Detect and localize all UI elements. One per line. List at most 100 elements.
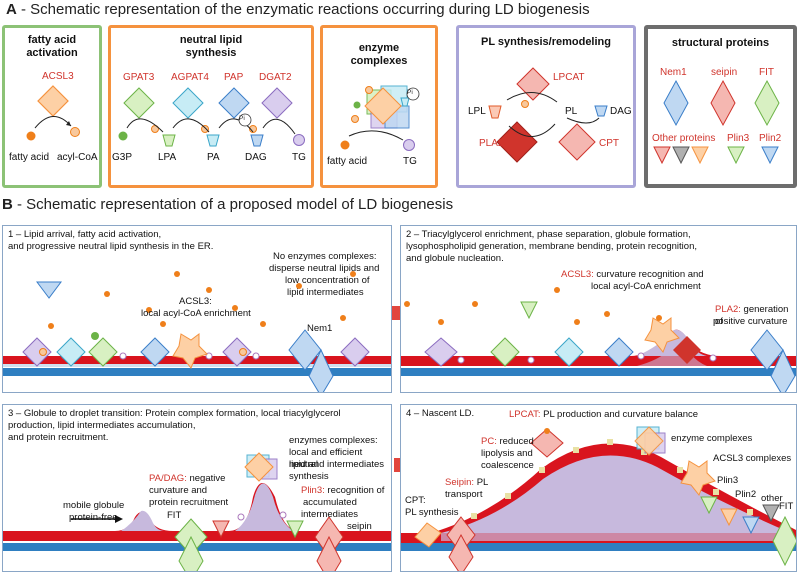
panel4-pc-d1: reduced bbox=[496, 436, 534, 447]
box-neutral-lipid-synthesis: neutral lipid synthesis GPAT3 AGPAT4 PAP… bbox=[108, 25, 314, 188]
substrate-pa: PA bbox=[207, 152, 220, 163]
panel3-padag: PA/DAG: bbox=[149, 473, 187, 484]
panel2-acsl3: ACSL3: bbox=[561, 269, 594, 280]
section-b-header: B - Schematic representation of a propos… bbox=[2, 196, 453, 213]
lpl-shape bbox=[488, 105, 502, 119]
box3-diagram bbox=[340, 85, 420, 151]
tg-circle bbox=[293, 134, 305, 146]
panel3-diagram bbox=[3, 452, 391, 571]
section-a-header: A - Schematic representation of the enzy… bbox=[6, 1, 590, 18]
panel4-pc-d3: coalescence bbox=[481, 460, 534, 471]
panel1-title-2: and progressive neutral lipid synthesis … bbox=[8, 241, 214, 252]
panel4-other: other bbox=[761, 493, 783, 504]
other-protein-red bbox=[653, 146, 671, 165]
panel4-seipin-line: Seipin: PL bbox=[445, 477, 488, 489]
dgat2-diamond bbox=[261, 87, 293, 119]
panel3-padag-d1: negative bbox=[186, 473, 226, 484]
gpat3-diamond bbox=[123, 87, 155, 119]
panel4-pc-line: PC: reduced bbox=[481, 436, 534, 448]
panel4-cpt: CPT: bbox=[405, 495, 426, 506]
agpat4-diamond bbox=[172, 87, 204, 119]
enzyme-agpat4: AGPAT4 bbox=[171, 72, 209, 83]
plin3-shape bbox=[727, 146, 745, 165]
box1-label-acyl-coa: acyl-CoA bbox=[57, 152, 98, 163]
panel3-padag-d3: protein recruitment bbox=[149, 497, 229, 508]
box3-pi: Pi bbox=[407, 89, 413, 96]
cpt-diamond bbox=[558, 123, 596, 161]
panel4-enzc: enzyme complexes bbox=[671, 433, 753, 444]
box2-title-2: synthesis bbox=[185, 47, 237, 59]
box4-title: PL synthesis/remodeling bbox=[480, 36, 611, 48]
enzyme-pap: PAP bbox=[224, 72, 244, 83]
box-enzyme-complexes: enzyme complexes Pi fatty acid TG bbox=[320, 25, 438, 188]
box3-label-fatty-acid: fatty acid bbox=[327, 156, 368, 167]
box4-diagram bbox=[488, 67, 608, 163]
other-protein-orange bbox=[691, 146, 709, 165]
dag-shape-pl bbox=[594, 105, 608, 117]
pla2-diamond bbox=[496, 121, 538, 163]
panel-step-2: 2 – Triacylglycerol enrichment, phase se… bbox=[400, 225, 797, 393]
panel3-plin3-d3: intermediates bbox=[301, 509, 359, 520]
pap-diamond bbox=[218, 87, 250, 119]
box5-fit: FIT bbox=[759, 67, 774, 78]
panel1-noenz: No enzymes complexes: bbox=[273, 251, 377, 262]
panel2-pla2-d1: generation of bbox=[715, 304, 789, 327]
panel4-pc-d2: lipolysis and bbox=[481, 448, 533, 459]
box-fatty-acid-activation: fatty acid activation ACSL3 fatty acid a… bbox=[2, 25, 102, 188]
dag-shape bbox=[250, 134, 264, 147]
plin2-shape bbox=[761, 146, 779, 165]
panel2-acsl3-d2: local acyl-CoA enrichment bbox=[591, 281, 701, 292]
fatty-acid-dot bbox=[26, 131, 36, 141]
box-structural-proteins: structural proteins Nem1 seipin FIT Othe… bbox=[644, 25, 797, 188]
panel1-noenz-d2: low concentration of bbox=[285, 275, 370, 286]
panel1-nem1: Nem1 bbox=[307, 323, 333, 334]
box5-other-proteins: Other proteins bbox=[652, 133, 716, 144]
pa-shape bbox=[206, 134, 220, 147]
panel3-plin3: Plin3: bbox=[301, 485, 325, 496]
panel3-mobile-1: mobile globule bbox=[63, 500, 125, 511]
other-protein-grey bbox=[672, 146, 690, 165]
panel2-pla2-d2: positive curvature bbox=[713, 316, 788, 327]
panel3-title-1: 3 – Globule to droplet transition: Prote… bbox=[8, 408, 341, 419]
panel3-enzc-d3: synthesis bbox=[289, 471, 329, 482]
box5-diagram bbox=[653, 79, 780, 165]
panel1-title-1: 1 – Lipid arrival, fatty acid activation… bbox=[8, 229, 162, 240]
panel4-seipin-d1: PL bbox=[474, 477, 489, 488]
panel3-fit: FIT bbox=[167, 510, 182, 521]
panel3-enzc-d1: local and efficient neutral bbox=[289, 447, 363, 470]
panel2-title-1: 2 – Triacylglycerol enrichment, phase se… bbox=[406, 229, 691, 240]
panel4-lpcat-line: LPCAT: PL production and curvature balan… bbox=[509, 409, 698, 421]
box3-label-tg: TG bbox=[403, 156, 417, 167]
panel4-cpt-d: PL synthesis bbox=[405, 507, 459, 518]
acsl3-complex-diamond bbox=[364, 87, 402, 125]
box1-title-1: fatty acid bbox=[27, 34, 77, 46]
box3-title-2: complexes bbox=[350, 55, 408, 67]
panel2-diagram bbox=[401, 287, 796, 392]
section-a-title: - Schematic representation of the enzyma… bbox=[16, 1, 590, 18]
seipin-shape bbox=[710, 79, 736, 127]
substrate-tg: TG bbox=[292, 152, 306, 163]
panel3-plin3-d1: recognition of bbox=[324, 485, 385, 496]
panel3-padag-d2: curvature and bbox=[149, 485, 208, 496]
panel2-pla2-line: PLA2: generation of bbox=[715, 304, 796, 327]
panel2-acsl3-line: ACSL3: curvature recognition and bbox=[561, 269, 704, 281]
panel2-title-2: lysophospholipid generation, membrane be… bbox=[406, 241, 697, 252]
box2-title-1: neutral lipid bbox=[179, 34, 243, 46]
box1-diagram bbox=[26, 85, 80, 141]
blue-triangle bbox=[36, 281, 62, 299]
panel4-lpcat-d: PL production and curvature balance bbox=[540, 409, 699, 420]
lpa-shape bbox=[162, 134, 176, 147]
substrate-lpa: LPA bbox=[158, 152, 177, 163]
box4-dag: DAG bbox=[610, 106, 632, 117]
fit-shape bbox=[754, 79, 780, 127]
box5-plin2: Plin2 bbox=[759, 133, 782, 144]
panel2-acsl3-d1: curvature recognition and bbox=[593, 269, 704, 280]
section-b-letter: B bbox=[2, 196, 13, 213]
panel3-padag-line: PA/DAG: negative bbox=[149, 473, 225, 485]
box5-title: structural proteins bbox=[671, 37, 770, 49]
panel3-seipin: seipin bbox=[347, 521, 372, 532]
box4-pl: PL bbox=[565, 106, 578, 117]
panel4-pc: PC: bbox=[481, 436, 497, 447]
panel-step-3: 3 – Globule to droplet transition: Prote… bbox=[2, 404, 392, 572]
panel3-title-3: and protein recruitment. bbox=[8, 432, 109, 443]
